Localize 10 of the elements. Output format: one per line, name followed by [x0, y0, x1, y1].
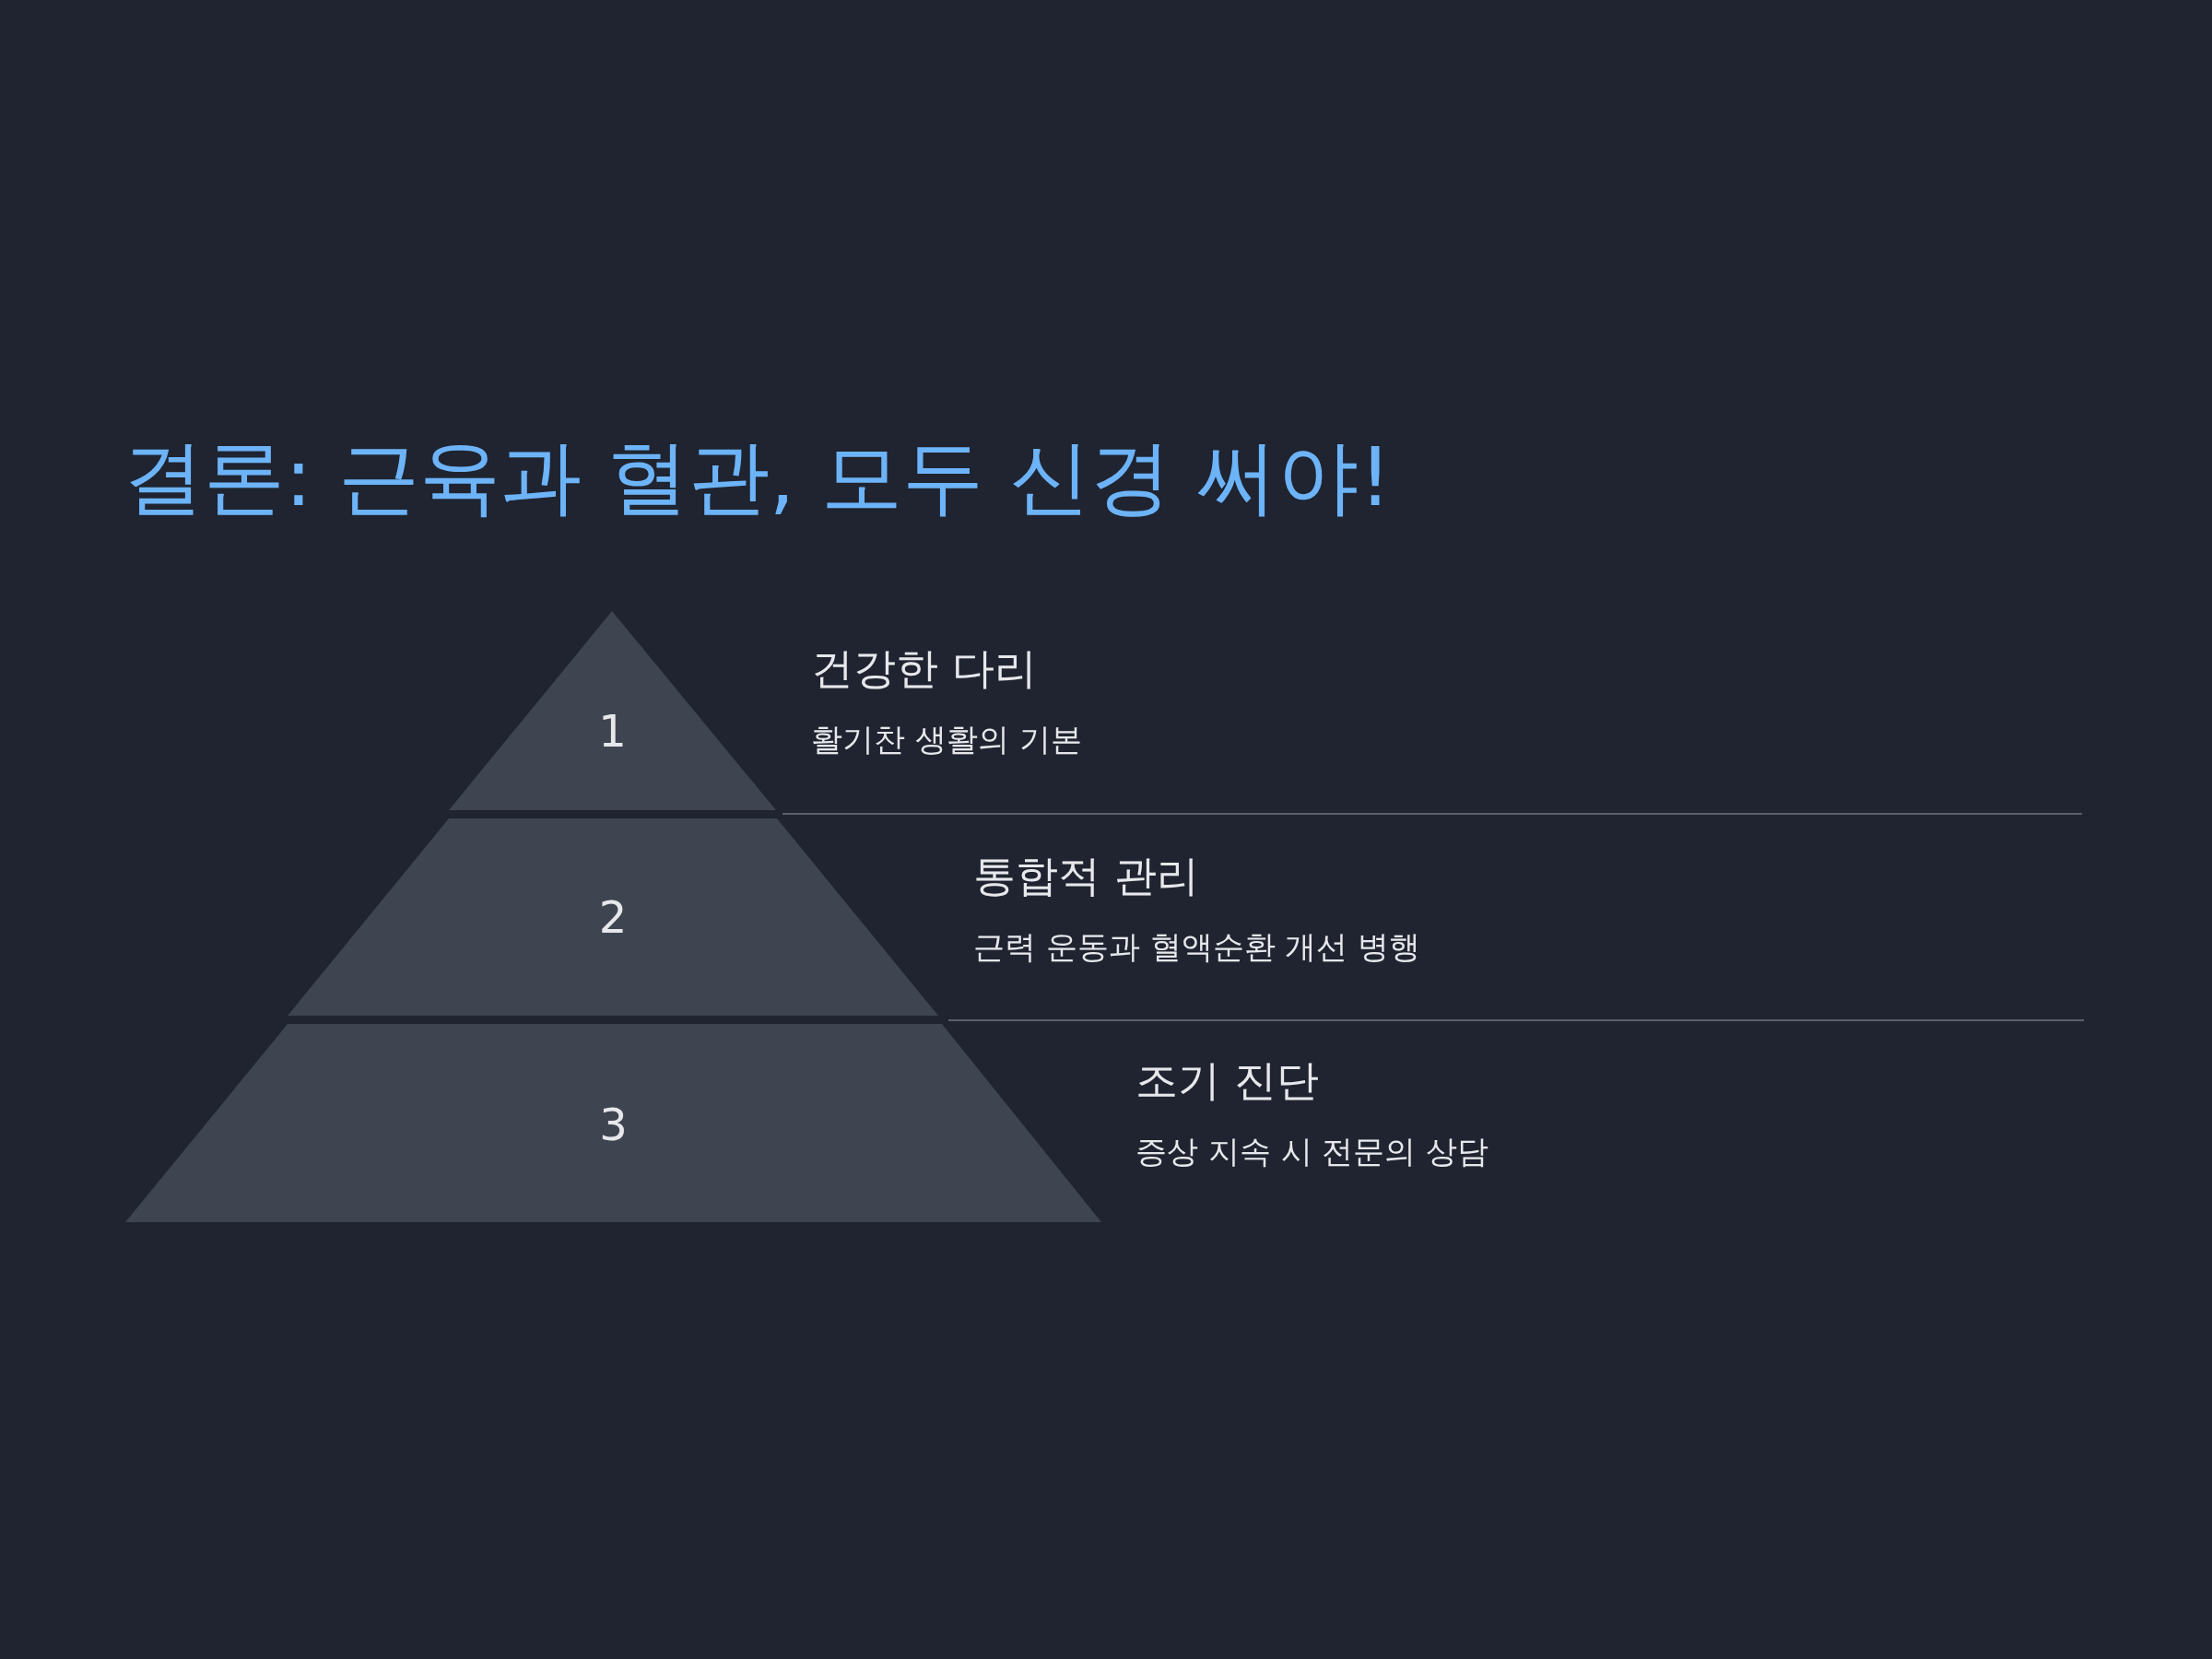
tier-heading: 조기 진단: [1135, 1057, 1319, 1104]
tier-number: 3: [598, 1102, 629, 1147]
tier-heading: 건강한 다리: [811, 645, 1037, 692]
tier-description: 근력 운동과 혈액순환 개선 병행: [973, 930, 1421, 965]
tier-number: 1: [597, 709, 628, 753]
tier-number: 2: [597, 895, 629, 939]
title: 결론: 근육과 혈관, 모두 신경 써야!: [123, 433, 1392, 523]
tier-description: 증상 지속 시 전문의 상담: [1135, 1135, 1489, 1170]
tier-description: 활기찬 생활의 기본: [811, 723, 1082, 758]
tier-heading: 통합적 관리: [973, 853, 1199, 900]
